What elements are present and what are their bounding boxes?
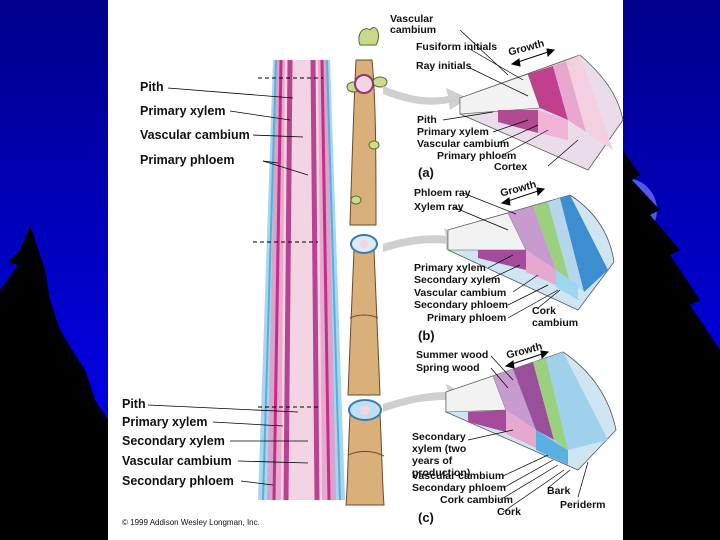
label-pith-top: Pith <box>140 80 164 94</box>
label-c-periderm: Periderm <box>560 499 606 511</box>
top-leaders <box>167 87 309 176</box>
label-b-primary-phloem: Primary phloem <box>427 312 507 324</box>
label-c-bark: Bark <box>547 485 571 497</box>
twig-c <box>345 399 385 506</box>
connector-arrows <box>383 86 468 412</box>
label-a-cortex: Cortex <box>494 161 528 173</box>
label-primary-xylem-top: Primary xylem <box>140 104 226 118</box>
longitudinal-stem-section <box>253 59 345 501</box>
label-a-vascular-cambium2: Vascular cambium <box>417 138 510 150</box>
label-c-secondary-phloem: Secondary phloem <box>412 482 506 494</box>
label-c-secondary-xylem: Secondary xylem (two years of production… <box>412 431 471 480</box>
label-b-tag: (b) <box>418 328 435 343</box>
label-c-summer-wood: Summer wood <box>416 349 489 361</box>
wedge-a <box>459 54 623 171</box>
label-a-pith: Pith <box>417 114 437 126</box>
label-c-tag: (c) <box>418 510 434 525</box>
label-c-spring-wood: Spring wood <box>416 362 480 374</box>
label-a-vascular-cambium: Vascular cambium <box>390 13 437 36</box>
label-b-secondary-phloem: Secondary phloem <box>414 299 508 311</box>
label-b-vascular-cambium: Vascular cambium <box>414 287 507 299</box>
copyright-notice: © 1999 Addison Wesley Longman, Inc. <box>122 518 260 527</box>
left-pine-tree <box>0 225 108 540</box>
label-pith-bottom: Pith <box>122 397 146 411</box>
label-c-cork-cambium: Cork cambium <box>440 494 513 506</box>
right-hills <box>623 455 720 540</box>
label-primary-phloem-top: Primary phloem <box>140 153 235 167</box>
right-pine-tree <box>623 150 720 540</box>
label-c-cork: Cork <box>497 506 521 518</box>
label-a-fusiform-initials: Fusiform initials <box>416 41 498 53</box>
twig-a <box>346 27 388 226</box>
stem-growth-diagram <box>147 27 623 513</box>
label-primary-xylem-bottom: Primary xylem <box>122 415 208 429</box>
label-a-primary-phloem: Primary phloem <box>437 150 517 162</box>
label-a-ray-initials: Ray initials <box>416 60 472 72</box>
wedge-c <box>445 351 617 471</box>
bottom-leaders <box>147 404 309 486</box>
label-b-xylem-ray: Xylem ray <box>414 201 464 213</box>
label-secondary-xylem-bottom: Secondary xylem <box>122 434 225 448</box>
label-secondary-phloem-bottom: Secondary phloem <box>122 474 234 488</box>
label-vascular-cambium-bottom: Vascular cambium <box>122 454 232 468</box>
label-b-secondary-xylem: Secondary xylem <box>414 274 501 286</box>
wedge-leaders <box>442 29 589 513</box>
label-b-cork-cambium: Cork cambium <box>532 305 579 330</box>
twig-b <box>347 234 381 396</box>
label-c-vascular-cambium: Vascular cambium <box>412 470 505 482</box>
growth-arrows <box>500 48 556 369</box>
label-b-phloem-ray: Phloem ray <box>414 187 471 199</box>
label-b-primary-xylem: Primary xylem <box>414 262 486 274</box>
label-a-primary-xylem: Primary xylem <box>417 126 489 138</box>
label-a-tag: (a) <box>418 165 434 180</box>
label-vascular-cambium-top: Vascular cambium <box>140 128 250 142</box>
wedge-b <box>447 194 615 311</box>
